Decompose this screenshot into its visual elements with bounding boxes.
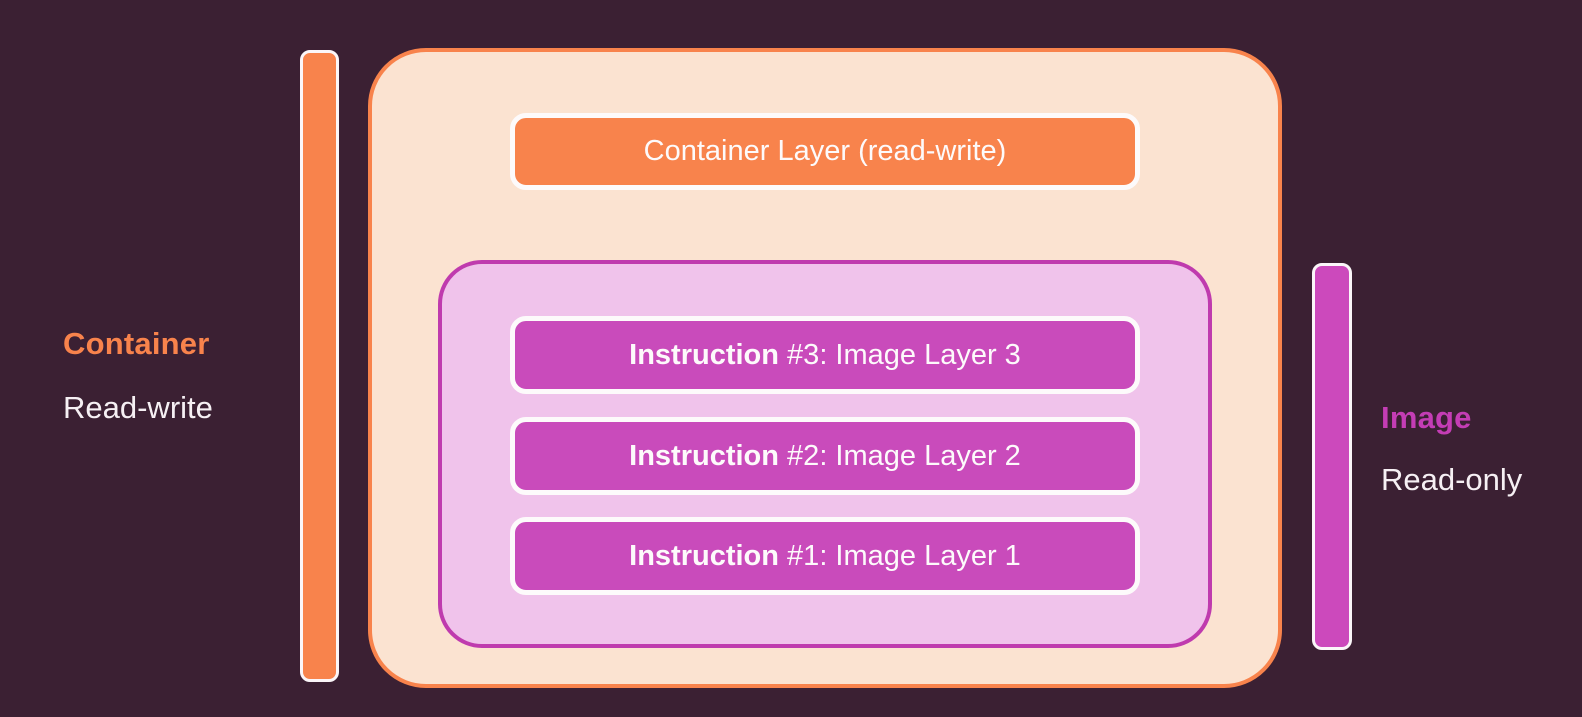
instruction-2-detail: #2: Image Layer 2 bbox=[779, 439, 1021, 472]
instruction-2-pill: Instruction #2: Image Layer 2 bbox=[510, 417, 1140, 495]
instruction-1-detail: #1: Image Layer 1 bbox=[779, 539, 1021, 572]
instruction-1-pill: Instruction #1: Image Layer 1 bbox=[510, 517, 1140, 595]
instruction-2-keyword: Instruction bbox=[629, 439, 779, 472]
instruction-1-keyword: Instruction bbox=[629, 539, 779, 572]
container-layer-pill-label: Container Layer (read-write) bbox=[643, 135, 1007, 167]
instruction-3-detail: #3: Image Layer 3 bbox=[779, 338, 1021, 371]
container-layer-pill: Container Layer (read-write) bbox=[510, 113, 1140, 190]
instruction-3-pill: Instruction #3: Image Layer 3 bbox=[510, 316, 1140, 394]
container-label: Container bbox=[63, 326, 210, 361]
image-sublabel: Read-only bbox=[1381, 462, 1523, 497]
container-sublabel: Read-write bbox=[63, 390, 213, 425]
image-layers-bar bbox=[1312, 263, 1352, 650]
image-label: Image bbox=[1381, 400, 1472, 435]
instruction-3-keyword: Instruction bbox=[629, 338, 779, 371]
container-layer-bar bbox=[300, 50, 339, 682]
